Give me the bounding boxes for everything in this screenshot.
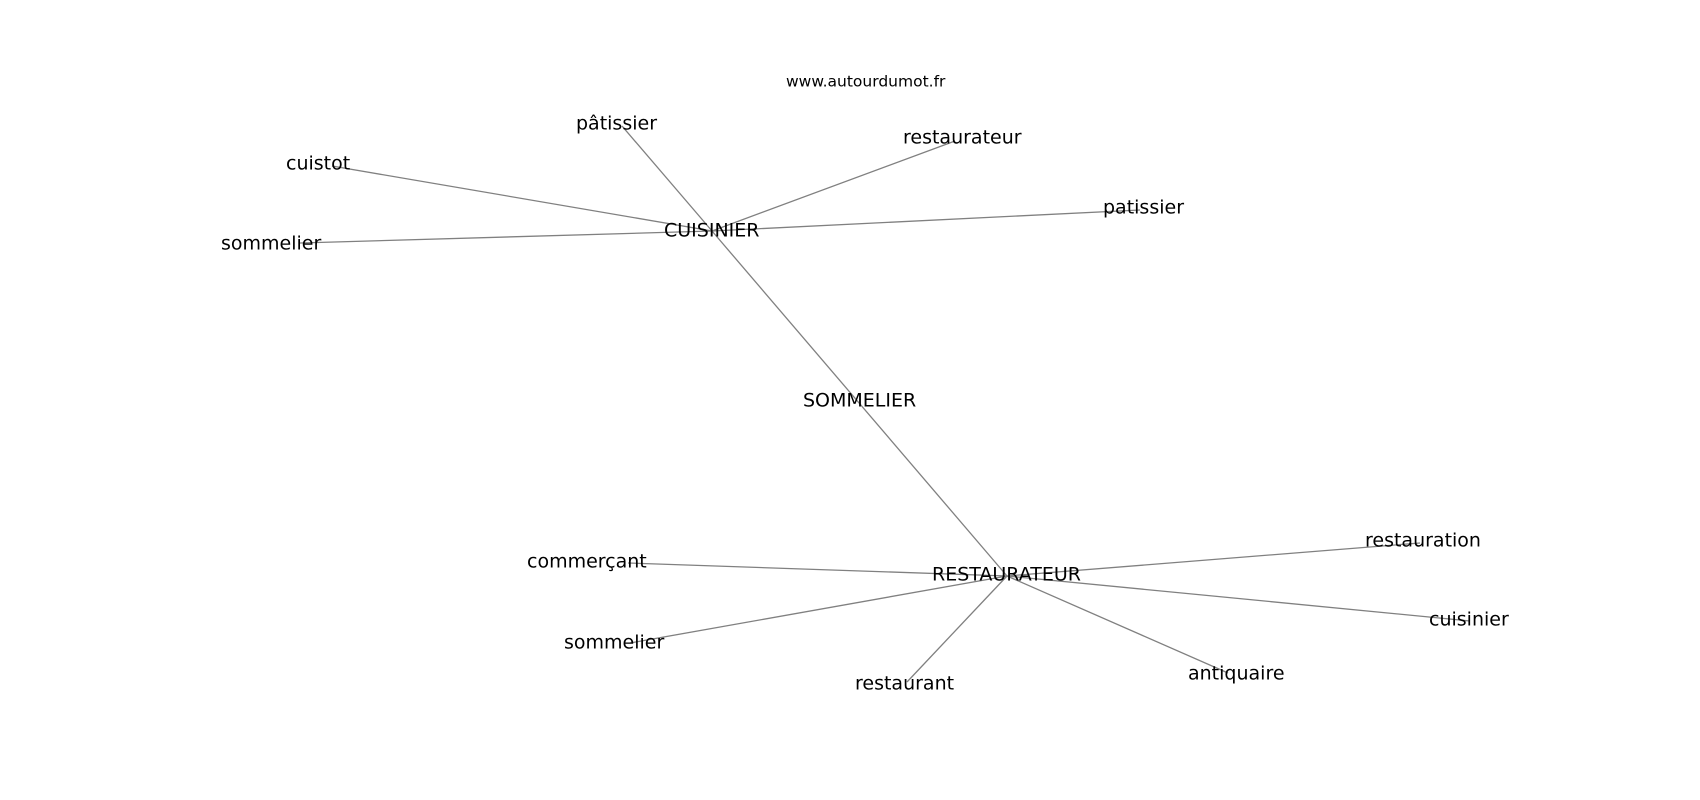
leaf-restaurateur: restaurateur <box>903 127 1022 149</box>
edge-restaurateur-cuisinier <box>1006 575 1471 622</box>
leaf-restaurant: restaurant <box>855 673 954 695</box>
leaf-cuisinier: cuisinier <box>1429 609 1509 631</box>
leaf-restauration: restauration <box>1365 530 1481 552</box>
edge-restaurateur-sommelier <box>629 575 1008 644</box>
leaf-sommelier-bottom: sommelier <box>564 632 664 654</box>
edge-cuisinier-restaurateur <box>711 140 956 232</box>
leaf-patissier: patissier <box>1103 197 1184 219</box>
leaf-sommelier-top: sommelier <box>221 233 321 255</box>
graph-labels: www.autourdumot.fr SOMMELIER CUISINIER R… <box>221 73 1509 695</box>
node-restaurateur-hub: RESTAURATEUR <box>932 564 1081 586</box>
edge-cuisinier-patissier <box>711 209 1141 232</box>
site-watermark: www.autourdumot.fr <box>786 73 946 91</box>
leaf-antiquaire: antiquaire <box>1188 663 1285 685</box>
leaf-cuistot: cuistot <box>286 153 350 175</box>
edge-restaurateur-commercant <box>627 562 1008 577</box>
node-sommelier-center: SOMMELIER <box>803 390 916 412</box>
edge-cuisinier-restaurateur-hub <box>711 230 1008 577</box>
edge-cuisinier-cuistot <box>331 165 713 232</box>
leaf-patissier-accent: pâtissier <box>576 113 657 135</box>
edge-restaurateur-restaurant <box>906 575 1008 683</box>
graph-edges <box>299 125 1471 683</box>
edge-cuisinier-patissier-accent <box>621 125 713 232</box>
edge-restaurateur-restauration <box>1006 542 1421 577</box>
edge-restaurateur-antiquaire <box>1006 575 1229 674</box>
node-cuisinier-hub: CUISINIER <box>664 220 759 242</box>
edge-cuisinier-sommelier <box>299 230 713 244</box>
leaf-commercant: commerçant <box>527 551 647 573</box>
